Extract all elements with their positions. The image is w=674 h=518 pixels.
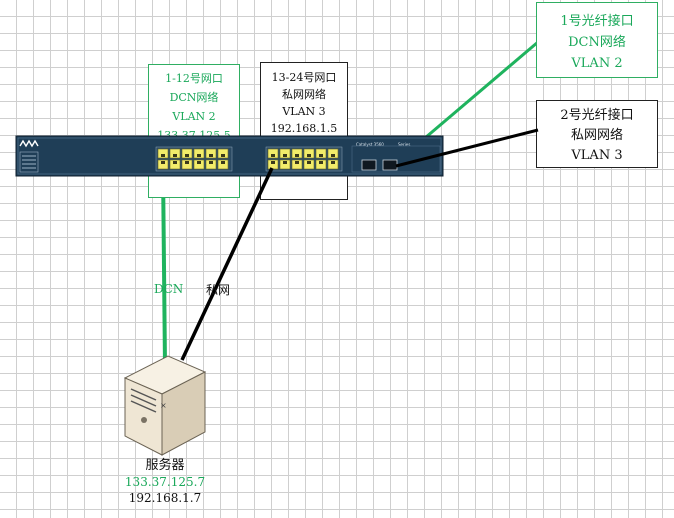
port-socket bbox=[161, 154, 165, 157]
cisco-logo-icon bbox=[19, 139, 39, 148]
fiber-2-private-link bbox=[395, 128, 539, 168]
fiber-2-callout: 2号光纤接口 私网网络 VLAN 3 bbox=[536, 100, 658, 168]
port-socket bbox=[209, 161, 213, 164]
ethernet-port-7[interactable] bbox=[157, 159, 169, 170]
dcn-link-label: DCN bbox=[154, 282, 184, 296]
fiber-2-name: 2号光纤接口 bbox=[560, 108, 634, 123]
ethernet-port-9[interactable] bbox=[181, 159, 193, 170]
port-socket bbox=[319, 154, 323, 157]
port-socket bbox=[283, 161, 287, 164]
ethernet-port-18[interactable] bbox=[327, 148, 339, 159]
port-socket bbox=[331, 154, 335, 157]
port-socket bbox=[295, 161, 299, 164]
ports-1-12-network: DCN网络 bbox=[169, 91, 219, 104]
ethernet-port-8[interactable] bbox=[169, 159, 181, 170]
port-socket bbox=[173, 154, 177, 157]
fiber-1-network: DCN网络 bbox=[568, 35, 626, 50]
switch-series-label: Series bbox=[398, 142, 410, 147]
server-private-link bbox=[180, 167, 274, 361]
ethernet-port-11[interactable] bbox=[205, 159, 217, 170]
ethernet-port-17[interactable] bbox=[315, 148, 327, 159]
sfp-slot-2[interactable] bbox=[382, 159, 398, 171]
ports-13-24-ip: 192.168.1.5 bbox=[270, 122, 338, 135]
ethernet-port-15[interactable] bbox=[291, 148, 303, 159]
port-socket bbox=[307, 161, 311, 164]
server-dcn-link bbox=[161, 167, 167, 367]
ethernet-port-22[interactable] bbox=[303, 159, 315, 170]
port-socket bbox=[221, 154, 225, 157]
ethernet-port-21[interactable] bbox=[291, 159, 303, 170]
server-ip-private: 192.168.1.7 bbox=[128, 491, 202, 505]
port-socket bbox=[271, 161, 275, 164]
port-bank-13-24 bbox=[265, 146, 343, 172]
ethernet-port-16[interactable] bbox=[303, 148, 315, 159]
power-button-icon bbox=[141, 417, 147, 423]
port-socket bbox=[185, 154, 189, 157]
port-socket bbox=[307, 154, 311, 157]
ethernet-port-24[interactable] bbox=[327, 159, 339, 170]
port-socket bbox=[173, 161, 177, 164]
server-info: 服务器 133.37.125.7 192.168.1.7 bbox=[100, 458, 230, 506]
port-socket bbox=[271, 154, 275, 157]
server-name: 服务器 bbox=[145, 458, 185, 473]
ethernet-port-2[interactable] bbox=[169, 148, 181, 159]
ethernet-port-3[interactable] bbox=[181, 148, 193, 159]
switch-model-label: Catalyst 3560 bbox=[356, 142, 384, 147]
ports-13-24-vlan: VLAN 3 bbox=[282, 105, 326, 118]
ethernet-port-4[interactable] bbox=[193, 148, 205, 159]
port-socket bbox=[331, 161, 335, 164]
port-socket bbox=[185, 161, 189, 164]
fiber-2-network: 私网网络 bbox=[570, 128, 623, 143]
ethernet-port-14[interactable] bbox=[279, 148, 291, 159]
port-bank-1-12 bbox=[155, 146, 233, 172]
port-socket bbox=[283, 154, 287, 157]
ports-13-24-name: 13-24号网口 bbox=[271, 71, 337, 84]
server-tower-icon: × bbox=[123, 355, 207, 456]
ports-1-12-name: 1-12号网口 bbox=[165, 72, 223, 85]
ports-1-12-vlan: VLAN 2 bbox=[172, 110, 216, 123]
port-socket bbox=[295, 154, 299, 157]
fiber-1-callout: 1号光纤接口 DCN网络 VLAN 2 bbox=[536, 2, 658, 78]
server-ip-dcn: 133.37.125.7 bbox=[124, 475, 206, 489]
ethernet-port-13[interactable] bbox=[267, 148, 279, 159]
sfp-slot-1[interactable] bbox=[361, 159, 377, 171]
ethernet-port-20[interactable] bbox=[279, 159, 291, 170]
port-socket bbox=[209, 154, 213, 157]
cisco-switch-icon: Catalyst 3560 Series bbox=[15, 135, 444, 177]
port-socket bbox=[221, 161, 225, 164]
ports-13-24-callout: 13-24号网口 私网网络 VLAN 3 192.168.1.5 bbox=[260, 62, 348, 200]
ethernet-port-1[interactable] bbox=[157, 148, 169, 159]
ports-13-24-network: 私网网络 bbox=[282, 88, 326, 101]
fiber-2-vlan: VLAN 3 bbox=[571, 148, 623, 163]
ethernet-port-5[interactable] bbox=[205, 148, 217, 159]
svg-text:×: × bbox=[160, 401, 167, 410]
ethernet-port-12[interactable] bbox=[217, 159, 229, 170]
status-led-panel bbox=[19, 151, 39, 173]
port-socket bbox=[197, 161, 201, 164]
port-socket bbox=[197, 154, 201, 157]
private-link-label: 私网 bbox=[206, 283, 231, 297]
port-socket bbox=[319, 161, 323, 164]
port-socket bbox=[161, 161, 165, 164]
ethernet-port-23[interactable] bbox=[315, 159, 327, 170]
ethernet-port-10[interactable] bbox=[193, 159, 205, 170]
fiber-1-name: 1号光纤接口 bbox=[560, 14, 634, 29]
fiber-1-vlan: VLAN 2 bbox=[571, 56, 623, 71]
ethernet-port-6[interactable] bbox=[217, 148, 229, 159]
